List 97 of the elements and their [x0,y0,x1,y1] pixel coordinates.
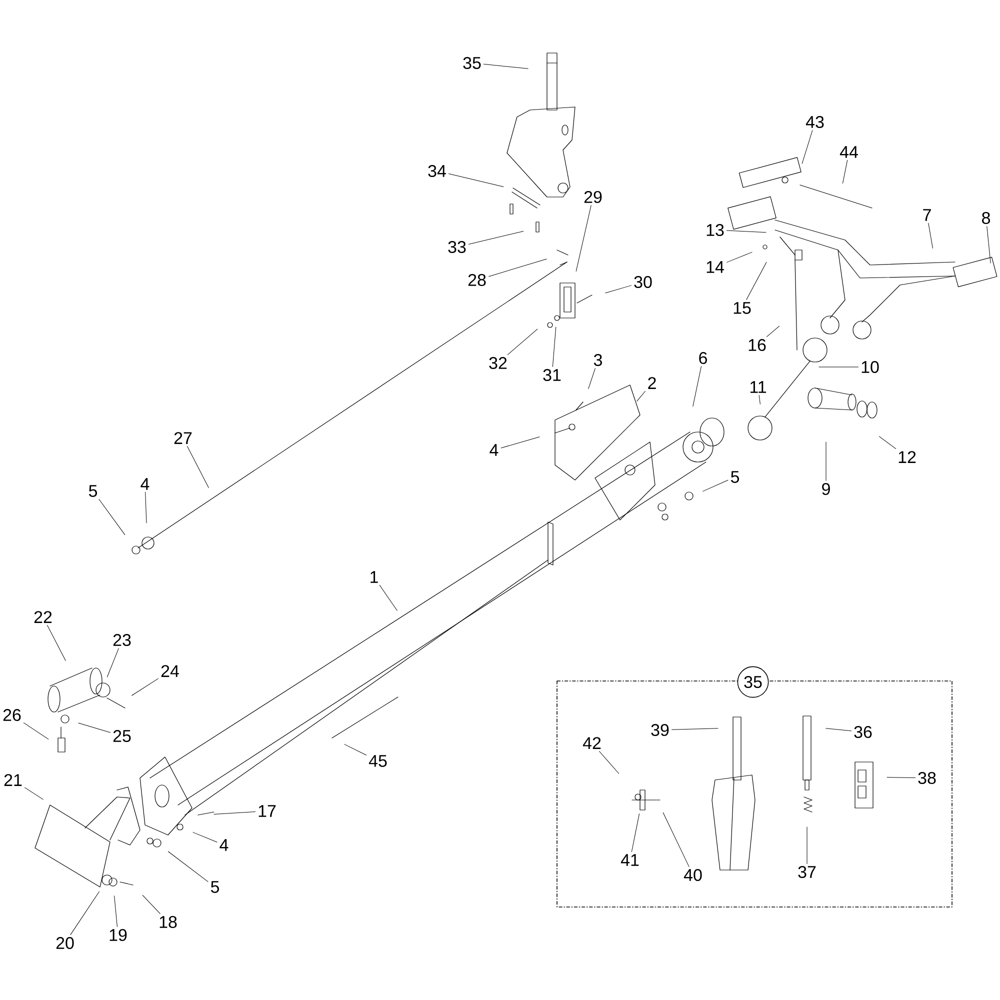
leader-line [214,811,256,814]
leader-line [47,625,66,661]
leader-line [379,584,398,611]
callout-number: 10 [862,360,879,374]
leader-line [132,678,158,696]
leader-line [672,728,718,730]
callout-number: 11 [750,381,766,393]
callout-number: 32 [489,356,507,370]
leader-line [605,285,632,294]
leader-line [878,436,896,450]
leader-line [886,777,916,778]
callout-number: 43 [806,116,824,128]
leader-line [726,230,766,233]
leader-line [168,851,208,882]
leader-line [599,751,620,774]
leader-line [448,174,504,188]
callout-number: 41 [620,854,639,866]
leader-line [344,744,366,756]
callout-number: 36 [854,726,872,738]
leader-line [588,368,596,389]
callout-number: 23 [113,634,131,646]
callout-number: 38 [918,772,936,784]
callout-number: 44 [840,146,858,158]
leader-line [928,222,933,248]
callout-number: 45 [368,755,387,767]
leader-line [24,722,49,740]
leader-line [818,366,858,368]
leader-line [70,891,100,935]
callout-number: 40 [684,869,702,882]
leader-line [842,160,848,184]
callout-number: 2 [648,377,656,389]
leader-line [192,832,218,842]
callout-number: 17 [258,805,276,817]
leader-line [484,64,528,69]
callout-number: 26 [3,708,21,722]
callout-number: 9 [822,482,830,496]
leader-line [806,826,808,864]
leader-line [78,722,110,733]
callout-number: 4 [490,444,498,456]
leader-line [98,498,126,535]
callout-number: 15 [734,302,751,314]
callout-number: 30 [634,276,652,288]
callout-number: 5 [210,881,219,893]
leader-line [142,894,160,914]
callout-number: 18 [160,916,177,928]
leader-line [114,896,118,927]
callout-number: 5 [730,471,740,483]
callout-number: 34 [428,164,446,178]
callout-number: 14 [706,261,724,273]
callout-number: 7 [923,209,931,221]
callout-number: 21 [4,774,22,786]
leader-line [826,728,852,732]
callout-number: 24 [161,665,179,677]
leader-line [692,366,702,407]
leader-line [986,226,991,264]
leader-line [145,492,147,524]
callout-number: 20 [56,937,74,950]
callout-number: 5 [88,485,97,497]
leader-line [662,812,690,867]
leader-line [702,480,728,492]
leader-line [746,262,767,300]
callout-number: 25 [113,730,131,742]
callout-number: 13 [706,224,724,236]
callout-number: 37 [798,866,816,878]
leader-line [187,446,209,488]
callout-number: 22 [34,611,52,623]
leader-line [500,436,540,448]
leader-line [106,648,119,678]
callout-number: 29 [584,190,602,204]
leader-line [802,130,813,164]
callout-number: 12 [898,451,916,463]
callout-number: 3 [594,354,602,366]
leader-line [766,326,780,337]
callout-number: 1 [370,571,378,583]
leader-line [507,328,538,355]
leader-line [576,205,592,272]
callout-number: 19 [110,929,127,942]
callout-number: 28 [468,274,486,286]
callout-number: 4 [140,478,150,490]
callout-number: 6 [699,352,707,364]
leader-line [636,390,646,402]
callout-number: 33 [448,240,466,254]
callout-number: 4 [220,839,228,851]
callout-number: 35 [463,56,481,70]
callout-number: 31 [543,368,561,382]
leader-line [726,252,752,263]
leader-line [758,394,760,404]
leader-line [631,813,640,852]
callout-number: 16 [748,338,766,352]
callout-number: 39 [651,724,669,736]
callout-number: 8 [982,212,990,224]
leader-line [468,230,524,244]
leader-line [488,258,547,277]
leader-line [24,787,44,800]
callout-number: 42 [582,737,601,749]
leader-line [552,326,556,367]
callout-number: 27 [174,432,192,444]
